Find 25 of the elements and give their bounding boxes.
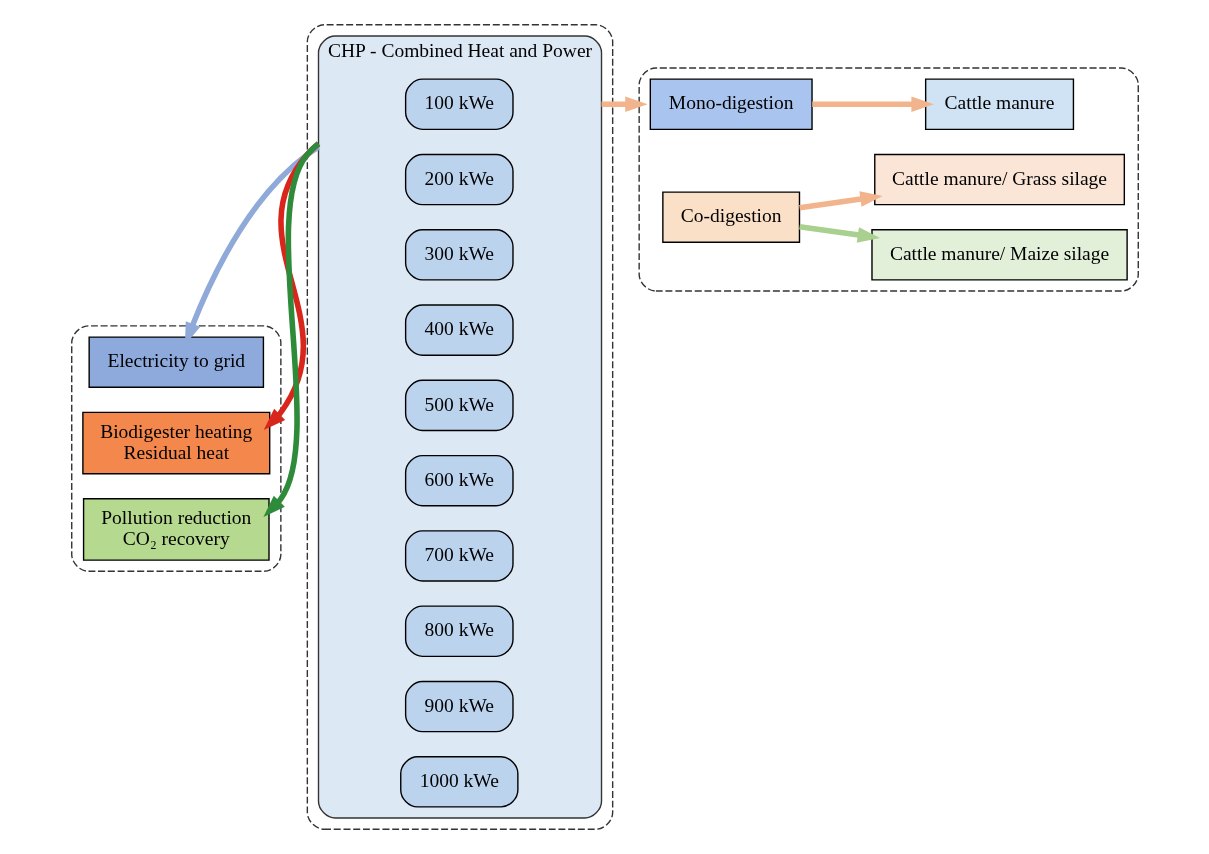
node-box: 700 kWe	[404, 530, 514, 582]
arrow	[798, 223, 880, 243]
node-box: Electricity to grid	[87, 336, 264, 388]
node-box: Cattle manure/ Maize silage	[870, 229, 1128, 281]
node-box: Pollution reduction CO₂ recovery	[82, 498, 270, 561]
node-box: Cattle manure	[924, 78, 1074, 131]
cluster	[70, 325, 282, 572]
node-box: 200 kWe	[404, 153, 514, 206]
arrow	[811, 96, 934, 113]
node-box: 900 kWe	[404, 680, 514, 733]
node-box: 500 kWe	[404, 379, 514, 432]
arrow	[262, 141, 320, 518]
node-box: Co-digestion	[661, 191, 800, 243]
node-box: Mono-digestion	[649, 78, 813, 131]
node-box: 600 kWe	[404, 454, 514, 507]
node-box: Biodigester heating Residual heat	[81, 411, 270, 475]
node-box: 100 kWe	[404, 78, 514, 131]
node-box: 400 kWe	[404, 304, 514, 356]
node-box: Cattle manure/ Grass silage	[873, 153, 1125, 206]
arrow	[798, 191, 883, 211]
cluster	[637, 67, 1139, 292]
node-box: 800 kWe	[404, 605, 514, 658]
node-box: 300 kWe	[404, 229, 514, 281]
node-box: 1000 kWe	[399, 756, 519, 808]
arrow	[601, 96, 648, 113]
